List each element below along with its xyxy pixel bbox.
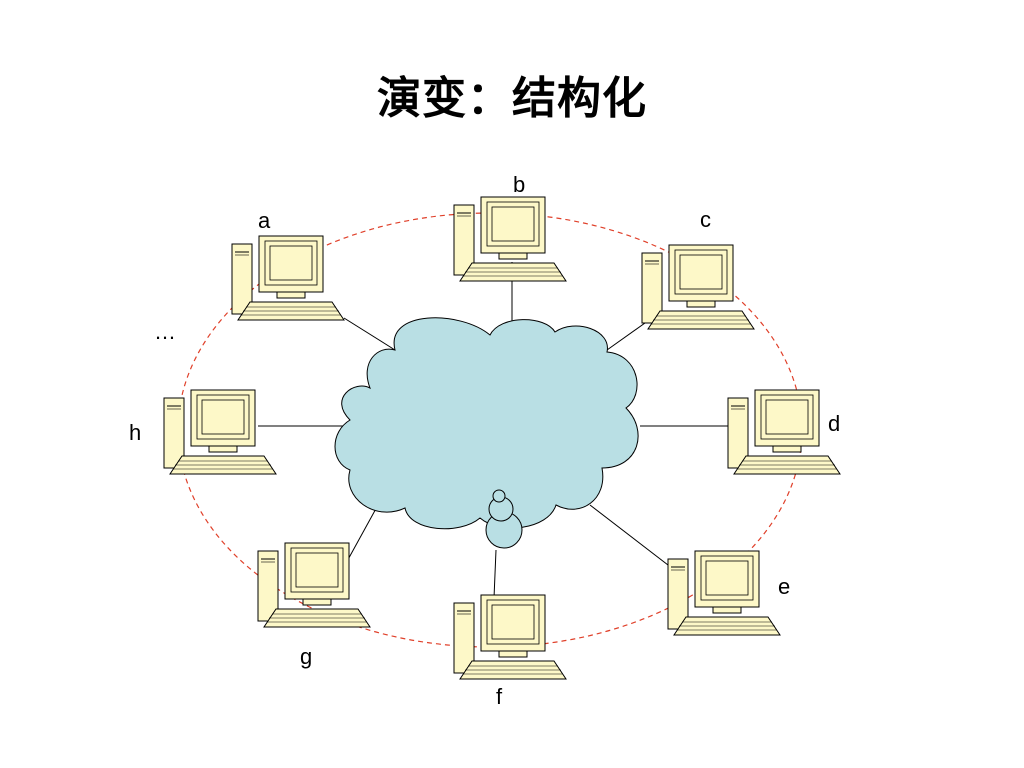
node-label-c: c	[700, 207, 711, 232]
computer-icon-g	[257, 542, 371, 628]
node-label-g: g	[300, 644, 312, 669]
link-a	[343, 317, 396, 351]
computer-icon-b	[453, 196, 567, 282]
link-f	[493, 549, 497, 599]
node-label-a: a	[258, 208, 271, 233]
node-label-e: e	[778, 574, 790, 599]
node-label-b: b	[513, 172, 525, 197]
link-g	[344, 504, 379, 566]
node-label-d: d	[828, 411, 840, 436]
computer-icon-h	[163, 389, 277, 475]
computer-icon-f	[453, 594, 567, 680]
computer-icon-d	[727, 389, 841, 475]
cloud-icon	[334, 317, 639, 549]
node-label-h: h	[129, 420, 141, 445]
ellipsis-label: …	[154, 319, 176, 344]
page-title: 演变：结构化	[377, 73, 647, 124]
node-label-f: f	[496, 684, 503, 709]
computer-icon-e	[667, 550, 781, 636]
link-e	[589, 504, 669, 566]
computer-icon-c	[641, 244, 755, 330]
computer-icon-a	[231, 235, 345, 321]
